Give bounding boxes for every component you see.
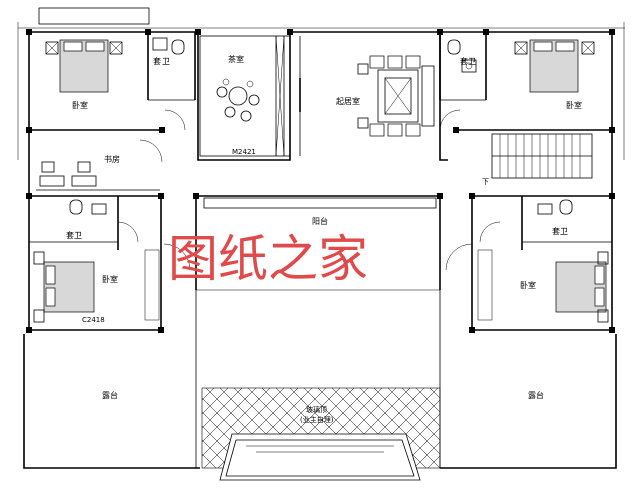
- label-study: 书房: [104, 154, 120, 164]
- label-window-code: C2418: [82, 316, 105, 324]
- bed-se: [445, 243, 609, 323]
- label-terrace-e: 露台: [528, 390, 544, 400]
- bed-sw: [33, 243, 191, 323]
- outer-walls: [28, 31, 613, 331]
- bath-e-fixtures: [479, 199, 573, 243]
- glass-roof: [201, 387, 441, 481]
- central-partitions: [199, 35, 301, 157]
- structural-columns: [26, 29, 615, 333]
- stair-ne: [491, 133, 593, 179]
- label-glass-roof-note: (业主自理): [300, 415, 334, 424]
- living-sofa-set: [357, 55, 435, 137]
- label-glass-roof: 玻璃顶: [306, 405, 327, 414]
- top-dimension-line: [17, 7, 625, 160]
- watermark-text: 图纸之家: [168, 230, 368, 288]
- label-balcony: 阳台: [312, 216, 328, 226]
- label-bath-e: 套卫: [552, 226, 568, 236]
- label-bedroom-ne: 卧室: [566, 100, 582, 110]
- label-bath-ne: 套卫: [460, 56, 476, 66]
- balcony-rail: [196, 197, 440, 291]
- tea-table-set: [216, 78, 260, 122]
- label-bath-nw-prefix: 套: [153, 56, 161, 66]
- label-bedroom-se: 卧室: [520, 280, 536, 290]
- study-desks: [36, 139, 163, 191]
- label-stair-down: 下: [482, 178, 489, 186]
- label-door-code: M2421: [232, 148, 256, 156]
- bath-nw-fixtures: [152, 37, 186, 131]
- label-living: 起居室: [336, 96, 360, 106]
- bath-w-fixtures: [69, 199, 139, 243]
- label-bedroom-nw: 卧室: [72, 100, 88, 110]
- label-bath-nw: 卫: [162, 57, 170, 66]
- bed-ne: [514, 39, 595, 93]
- label-terrace-w: 露台: [102, 390, 118, 400]
- bath-ne-fixtures: [439, 39, 477, 131]
- label-bedroom-sw: 卧室: [102, 274, 118, 284]
- label-bath-w: 套卫: [66, 230, 82, 240]
- label-tea-room: 茶室: [228, 54, 244, 64]
- bed-nw: [45, 39, 123, 93]
